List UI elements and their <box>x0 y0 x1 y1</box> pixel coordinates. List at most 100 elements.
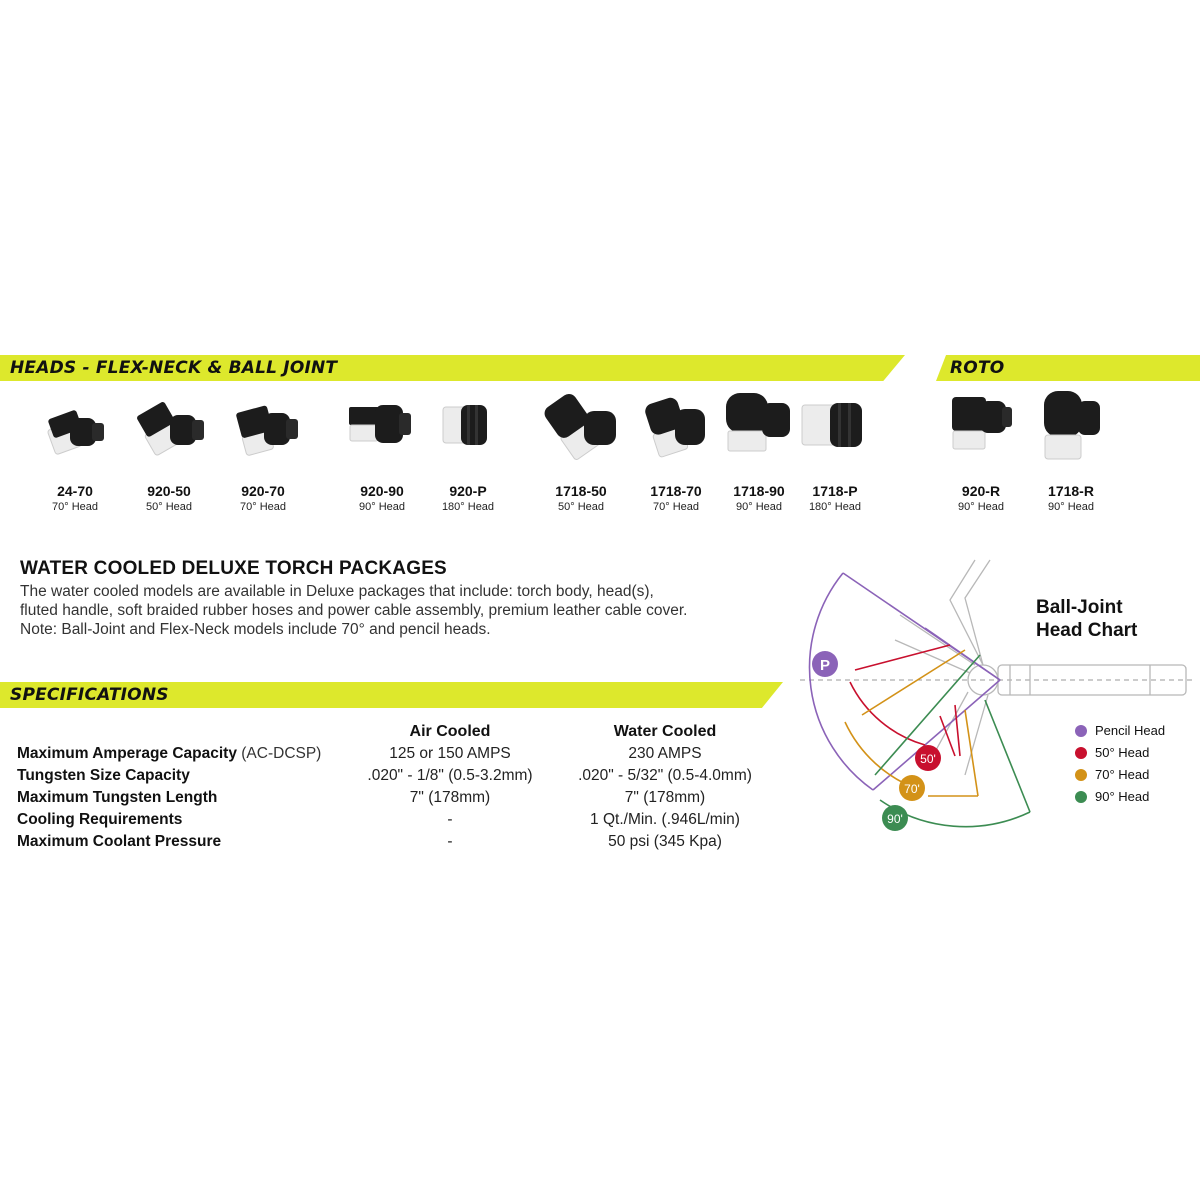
legend-dot <box>1075 747 1087 759</box>
spec-row: Maximum Coolant Pressure - 50 psi (345 K… <box>17 833 797 855</box>
pencil-marker-label: P <box>820 657 830 674</box>
torch-head-icon <box>645 397 705 458</box>
head-model: 920-90 <box>360 483 404 499</box>
spec-label: Cooling Requirements <box>17 811 182 829</box>
head-angle: 50° Head <box>146 501 192 513</box>
specifications-banner: SPECIFICATIONS <box>0 682 783 708</box>
head-chart-title-line: Head Chart <box>1036 620 1138 641</box>
head-model: 920-P <box>449 483 487 499</box>
spec-row: Tungsten Size Capacity .020" - 1/8" (0.5… <box>17 767 797 789</box>
spec-label-text: Maximum Tungsten Length <box>17 789 218 806</box>
head-90-marker-label: 90' <box>887 812 903 826</box>
legend-label: 90° Head <box>1095 789 1150 804</box>
spec-water-value: 7" (178mm) <box>624 789 706 806</box>
roto-banner-title: ROTO <box>950 358 1005 378</box>
head-90-lines <box>874 654 1031 828</box>
spec-water-value: 230 AMPS <box>628 745 702 762</box>
heads-banner-title: HEADS - FLEX-NECK & BALL JOINT <box>10 358 338 378</box>
heads-banner: HEADS - FLEX-NECK & BALL JOINT <box>0 355 905 381</box>
spec-row: Maximum Tungsten Length 7" (178mm) 7" (1… <box>17 789 797 811</box>
torch-head-icon <box>442 405 487 445</box>
head-item-1718-90: 1718-90 90° Head <box>714 385 804 520</box>
spec-label: Maximum Tungsten Length <box>17 789 217 807</box>
spec-row: Cooling Requirements - 1 Qt./Min. (.946L… <box>17 811 797 833</box>
spec-water-value: 1 Qt./Min. (.946L/min) <box>590 811 740 828</box>
spec-col-air: Air Cooled <box>409 723 491 740</box>
torch-head-icon <box>47 410 104 455</box>
head-angle: 70° Head <box>52 501 98 513</box>
head-angle: 70° Head <box>240 501 286 513</box>
head-model: 920-70 <box>241 483 285 499</box>
head-70-lines <box>844 649 979 797</box>
head-item-1718-70: 1718-70 70° Head <box>631 385 721 520</box>
head-item-920-70: 920-70 70° Head <box>218 385 308 520</box>
head-angle: 70° Head <box>653 501 699 513</box>
head-model: 1718-R <box>1048 483 1094 499</box>
torch-head-icon <box>236 405 298 456</box>
torch-head-icon <box>726 393 790 452</box>
legend-label: 70° Head <box>1095 767 1150 782</box>
pencil-marker <box>812 651 838 677</box>
head-chart-title: Ball-Joint Head Chart <box>1036 596 1186 642</box>
torch-head-icon <box>349 405 411 443</box>
head-angle: 180° Head <box>441 501 495 513</box>
spec-label-text: Maximum Amperage Capacity <box>17 745 237 762</box>
legend-dot <box>1075 791 1087 803</box>
head-model: 920-R <box>961 483 1001 499</box>
head-70-marker-label: 70' <box>904 782 920 796</box>
spec-water-value: .020" - 5/32" (0.5-4.0mm) <box>578 767 752 784</box>
spec-air-value: .020" - 1/8" (0.5-3.2mm) <box>367 767 533 784</box>
head-angle: 90° Head <box>359 501 405 513</box>
spec-label-text: Maximum Coolant Pressure <box>17 833 222 850</box>
torch-head-icon <box>137 402 204 456</box>
head-50-marker <box>915 745 941 771</box>
head-model: 1718-70 <box>650 483 702 499</box>
packages-title: WATER COOLED DELUXE TORCH PACKAGES <box>20 558 447 579</box>
head-item-920-50: 920-50 50° Head <box>124 385 214 520</box>
head-50-lines <box>849 644 961 757</box>
head-item-1718-P: 1718-P 180° Head <box>790 385 880 520</box>
spec-label-text: Tungsten Size Capacity <box>17 767 190 784</box>
packages-line: fluted handle, soft braided rubber hoses… <box>20 602 688 619</box>
head-model: 920-50 <box>147 483 191 499</box>
legend-dot <box>1075 769 1087 781</box>
head-model: 24-70 <box>57 483 93 499</box>
spec-air-value: - <box>447 833 453 850</box>
head-item-1718-50: 1718-50 50° Head <box>536 385 626 520</box>
legend-dot <box>1075 725 1087 737</box>
head-90-marker <box>882 805 908 831</box>
head-70-marker <box>899 775 925 801</box>
head-model: 1718-50 <box>555 483 607 499</box>
spec-air-value: 125 or 150 AMPS <box>389 745 511 762</box>
torch-head-icon <box>952 397 1012 450</box>
spec-label: Maximum Amperage Capacity (AC-DCSP) <box>17 745 321 763</box>
head-item-920-R: 920-R 90° Head <box>936 385 1026 520</box>
head-model: 1718-P <box>812 483 858 499</box>
head-50-marker-label: 50' <box>920 752 936 766</box>
torch-head-icon <box>1044 391 1100 460</box>
torch-head-icon <box>544 393 616 460</box>
head-model: 1718-90 <box>733 483 785 499</box>
head-chart-title-line: Ball-Joint <box>1036 597 1123 618</box>
packages-description: The water cooled models are available in… <box>20 582 800 639</box>
head-angle: 90° Head <box>958 501 1004 513</box>
head-angle: 50° Head <box>558 501 604 513</box>
spec-air-value: - <box>447 811 453 828</box>
head-item-920-P: 920-P 180° Head <box>423 385 513 520</box>
spec-label: Tungsten Size Capacity <box>17 767 190 785</box>
head-item-24-70: 24-70 70° Head <box>30 385 120 520</box>
legend-label: 50° Head <box>1095 745 1150 760</box>
spec-air-value: 7" (178mm) <box>409 789 491 806</box>
head-chart-diagram: P 50' 70' 90' <box>800 559 1195 831</box>
spec-row: Maximum Amperage Capacity (AC-DCSP) 125 … <box>17 745 797 767</box>
legend-label: Pencil Head <box>1095 723 1166 738</box>
roto-banner: ROTO <box>936 355 1200 381</box>
packages-line: The water cooled models are available in… <box>20 583 654 600</box>
head-angle: 90° Head <box>736 501 782 513</box>
head-item-920-90: 920-90 90° Head <box>337 385 427 520</box>
spec-label-note: (AC-DCSP) <box>241 745 322 762</box>
spec-label-text: Cooling Requirements <box>17 811 183 828</box>
specifications-banner-title: SPECIFICATIONS <box>10 685 169 705</box>
head-angle: 90° Head <box>1048 501 1094 513</box>
head-angle: 180° Head <box>808 501 862 513</box>
